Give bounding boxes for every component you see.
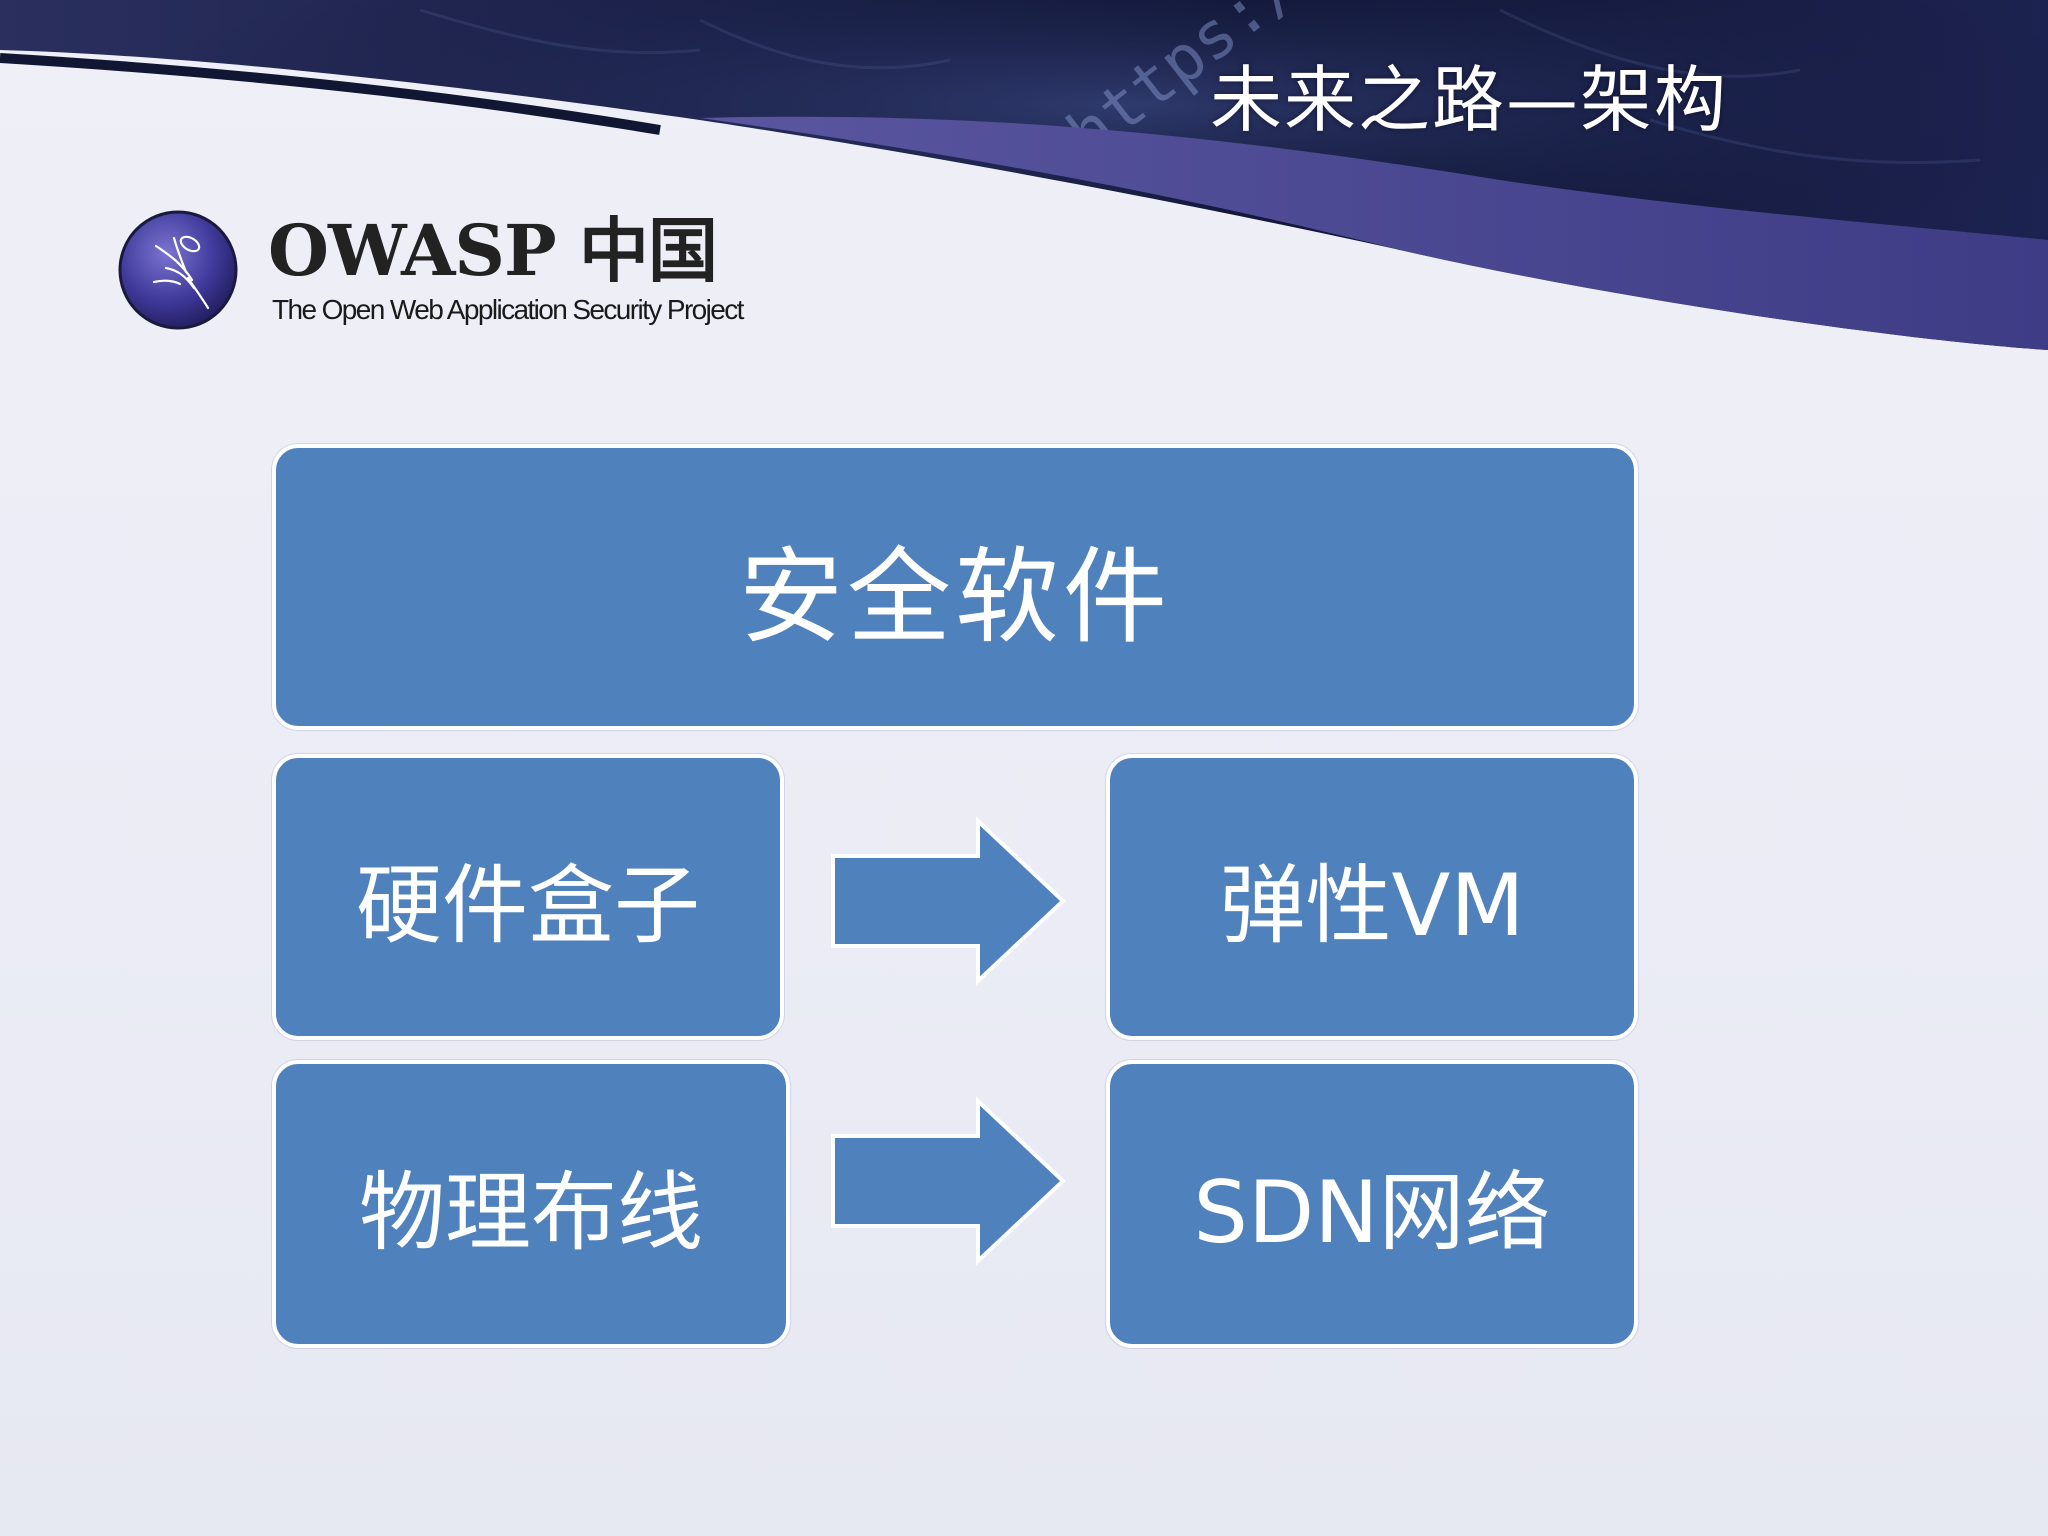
owasp-wasp-icon bbox=[118, 210, 238, 330]
logo-tagline: The Open Web Application Security Projec… bbox=[272, 294, 744, 325]
box-elastic-vm: 弹性VM bbox=[1106, 754, 1638, 1040]
logo-name: OWASP 中国 bbox=[268, 209, 718, 292]
header-banner: https:// bbox=[0, 0, 2048, 350]
box-security-software: 安全软件 bbox=[272, 444, 1638, 730]
slide-title: 未来之路—架构 bbox=[1210, 58, 1729, 142]
box-sdn-network: SDN网络 bbox=[1106, 1060, 1638, 1348]
box-physical-cabling: 物理布线 bbox=[272, 1060, 790, 1348]
right-arrow-icon bbox=[831, 816, 1066, 986]
right-arrow-icon bbox=[831, 1096, 1066, 1266]
box-hardware-appliance: 硬件盒子 bbox=[272, 754, 784, 1040]
